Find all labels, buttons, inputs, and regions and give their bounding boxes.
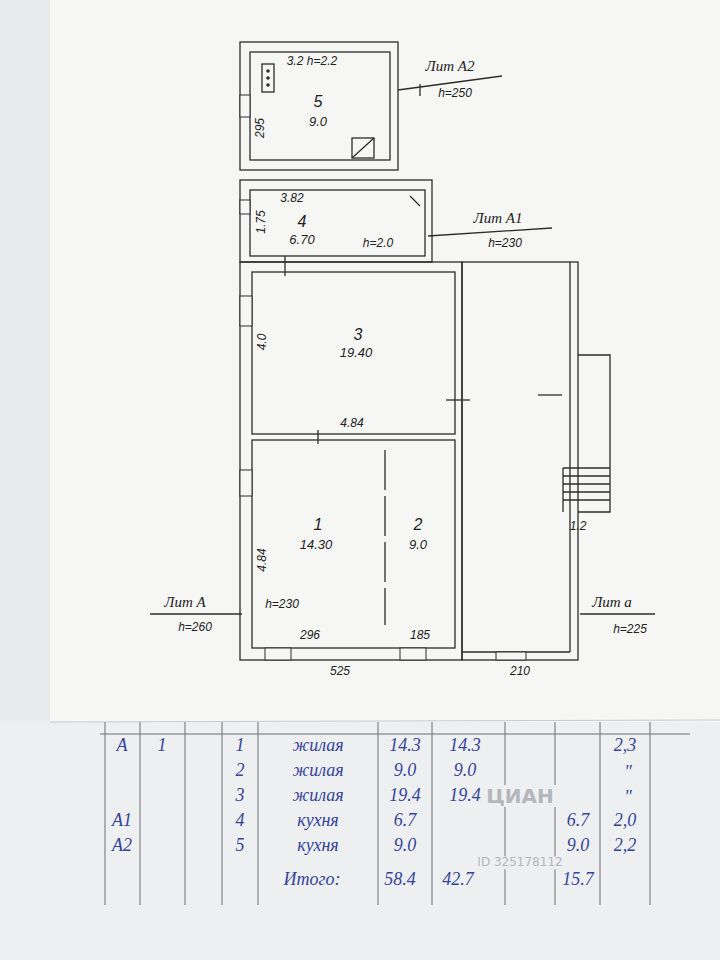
- table-cell: 4: [236, 811, 245, 831]
- table-cell: 42.7: [442, 870, 474, 890]
- room-area-value: 14.30: [300, 538, 333, 552]
- table-cell: жилая: [292, 786, 343, 806]
- table-cell: Итого:: [283, 870, 340, 890]
- table-cell: ": [624, 788, 632, 808]
- dimension-label: 4.84: [256, 548, 269, 571]
- table-cell: 19.4: [389, 786, 421, 806]
- dimension-label: h=230: [488, 237, 522, 250]
- dimension-label: h=250: [438, 87, 472, 100]
- room-number: 4: [298, 213, 307, 231]
- watermark: ЦИАН: [484, 785, 556, 807]
- dimension-label: 1.2: [570, 520, 587, 533]
- room-area: 114.30: [252, 440, 382, 648]
- room-area: 319.40: [252, 272, 455, 434]
- room-number: 5: [314, 93, 323, 111]
- table-cell: 19.4: [449, 786, 481, 806]
- table-cell: жилая: [292, 761, 343, 781]
- table-cell: 1: [236, 736, 245, 756]
- dimension-label: h=230: [265, 598, 299, 611]
- table-cell: 14.3: [389, 736, 421, 756]
- watermark: ID 325178112: [475, 856, 564, 869]
- dimension-label: h=225: [613, 623, 647, 636]
- room-area: 29.0: [388, 440, 455, 648]
- table-cell: А2: [112, 836, 132, 856]
- table-cell: кухня: [297, 811, 338, 831]
- room-area-value: 9.0: [409, 538, 427, 552]
- table-cell: 14.3: [449, 736, 481, 756]
- room-area: 46.70: [250, 190, 425, 256]
- dimension-label: 296: [300, 629, 320, 642]
- room-area-value: 19.40: [340, 346, 373, 360]
- table-cell: 1: [158, 736, 167, 756]
- table-cell: 6.7: [567, 811, 590, 831]
- table-cell: А: [117, 736, 128, 756]
- dimension-label: 210: [510, 665, 530, 678]
- table-cell: 5: [236, 836, 245, 856]
- volume-label: Лит А: [164, 594, 205, 611]
- volume-label: Лит А1: [474, 210, 523, 227]
- table-cell: 9.0: [394, 836, 417, 856]
- table-cell: 15.7: [562, 870, 594, 890]
- table-cell: 9.0: [454, 761, 477, 781]
- dimension-label: 3.2: [287, 55, 304, 68]
- volume-label: Лит а: [592, 594, 632, 611]
- table-cell: жилая: [292, 736, 343, 756]
- dimension-label: 525: [330, 665, 350, 678]
- room-number: 1: [314, 516, 323, 534]
- room-area-value: 6.70: [289, 233, 314, 247]
- volume-label: Лит А2: [426, 58, 475, 75]
- dimension-label: 295: [254, 118, 267, 138]
- table-cell: 3: [236, 786, 245, 806]
- table-cell: 9.0: [567, 836, 590, 856]
- dimension-label: 4.0: [256, 334, 269, 351]
- dimension-label: 3.82: [280, 192, 303, 205]
- table-cell: 2,3: [614, 736, 637, 756]
- table-cell: 2: [236, 761, 245, 781]
- table-cell: А1: [112, 811, 132, 831]
- dimension-label: 185: [410, 629, 430, 642]
- dimension-label: h=2.0: [363, 237, 393, 250]
- table-cell: 9.0: [394, 761, 417, 781]
- dimension-label: h=260: [178, 621, 212, 634]
- table-cell: ": [624, 763, 632, 783]
- room-number: 2: [414, 516, 423, 534]
- dimension-label: h=2.2: [307, 55, 337, 68]
- table-cell: 2,0: [614, 811, 637, 831]
- table-cell: 2,2: [614, 836, 637, 856]
- table-cell: 58.4: [384, 870, 416, 890]
- dimension-label: 4.84: [340, 417, 363, 430]
- table-cell: 6.7: [394, 811, 417, 831]
- dimension-label: 1.75: [255, 210, 268, 233]
- room-number: 3: [354, 326, 363, 344]
- room-area-value: 9.0: [309, 115, 327, 129]
- table-cell: кухня: [297, 836, 338, 856]
